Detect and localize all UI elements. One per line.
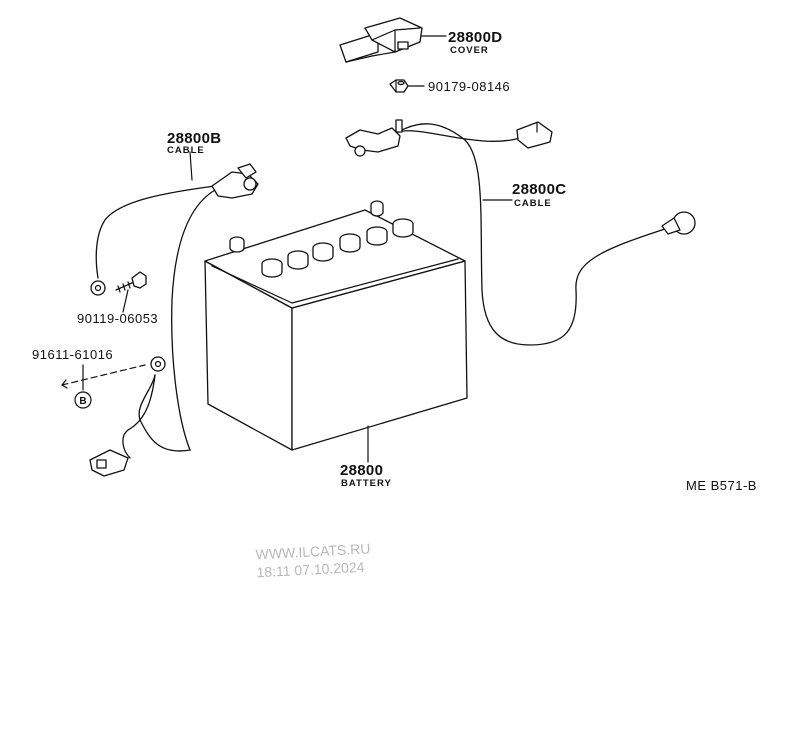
cable-c-part-number: 28800C <box>512 181 566 198</box>
cable-b-part-name: CABLE <box>167 145 205 156</box>
bolt-drawing[interactable] <box>115 271 147 293</box>
cable-c-drawing[interactable] <box>345 119 696 346</box>
cover-part-name: COVER <box>450 45 489 56</box>
cable-b-part-number: 28800B <box>167 130 221 147</box>
nut-drawing[interactable] <box>389 79 409 93</box>
watermark-site: WWW.ILCATS.RU <box>255 540 371 562</box>
ref-circle-b <box>74 391 92 409</box>
nut-part-number: 90179-08146 <box>428 79 510 94</box>
battery-drawing[interactable] <box>204 200 468 451</box>
cable-b-drawing[interactable] <box>89 163 259 477</box>
battery-part-name: BATTERY <box>341 478 392 489</box>
cover-drawing[interactable] <box>339 17 423 63</box>
clip-ref-letter: B <box>79 396 86 407</box>
cable-c-part-name: CABLE <box>514 198 552 209</box>
bolt-part-number: 90119-06053 <box>77 311 158 326</box>
watermark-timestamp: 18:11 07.10.2024 <box>256 559 365 581</box>
battery-part-number: 28800 <box>340 462 383 479</box>
diagram-code: ME B571-B <box>686 478 757 493</box>
cover-part-number: 28800D <box>448 29 502 46</box>
clip-part-number: 91611-61016 <box>32 347 113 362</box>
